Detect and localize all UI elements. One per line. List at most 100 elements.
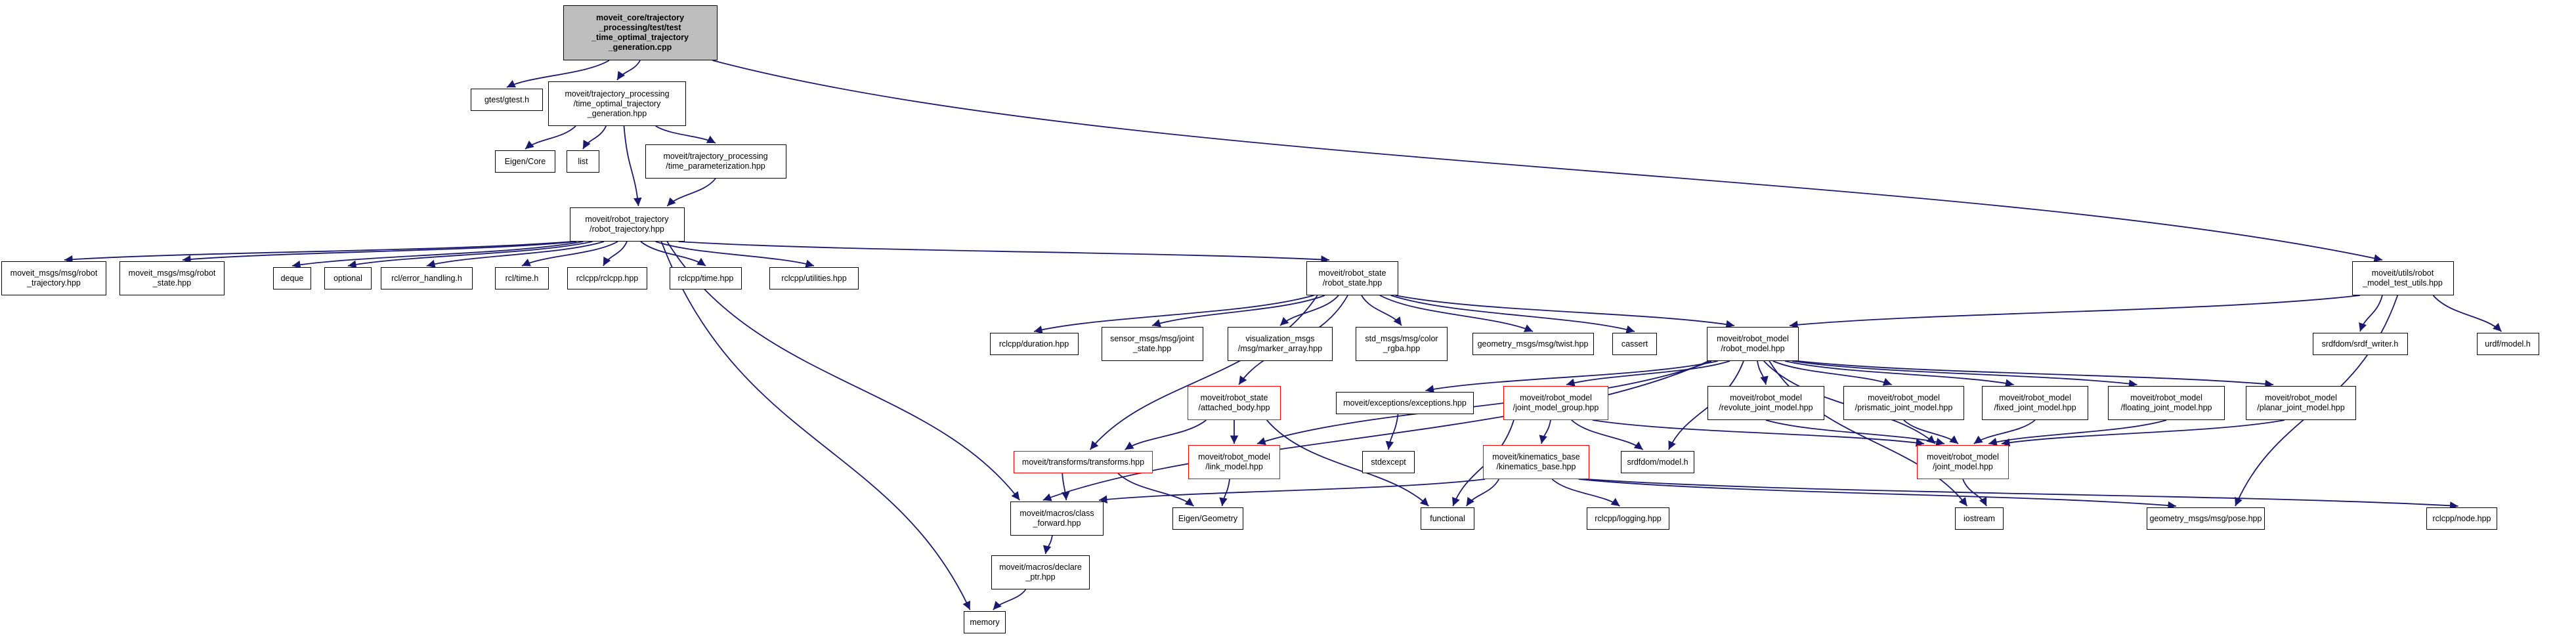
node-eigen_geometry[interactable]: Eigen/Geometry	[1172, 507, 1243, 530]
node-color_rgba[interactable]: std_msgs/msg/color_rgba.hpp	[1356, 327, 1448, 361]
node-attached_body[interactable]: moveit/robot_state/attached_body.hpp	[1188, 386, 1281, 420]
node-toptg[interactable]: moveit/trajectory_processing/time_optima…	[548, 81, 686, 126]
node-jmg[interactable]: moveit/robot_model/joint_model_group.hpp	[1503, 386, 1608, 420]
node-fixed[interactable]: moveit/robot_model/fixed_joint_model.hpp	[1982, 386, 2088, 420]
edge-prismatic--joint_model	[1903, 419, 1959, 444]
edge-class_forward--declare_ptr	[1042, 535, 1053, 555]
node-rclcpp_time[interactable]: rclcpp/time.hpp	[670, 267, 742, 289]
node-label-line: _forward.hpp	[1033, 519, 1081, 528]
node-label-line: /fixed_joint_model.hpp	[1994, 403, 2076, 412]
node-cassert[interactable]: cassert	[1612, 333, 1657, 355]
node-kin_base[interactable]: moveit/kinematics_base/kinematics_base.h…	[1483, 445, 1589, 479]
node-label-line: moveit/robot_model	[1198, 452, 1270, 461]
edge-test_utils--urdf_model	[2432, 295, 2502, 332]
edge-robot_model--jmg	[1566, 360, 1730, 387]
node-prismatic[interactable]: moveit/robot_model/prismatic_joint_model…	[1843, 386, 1964, 420]
node-rclcpp_util[interactable]: rclcpp/utilities.hpp	[769, 267, 859, 289]
node-label-line: _ptr.hpp	[1025, 572, 1056, 582]
node-deque[interactable]: deque	[273, 267, 311, 289]
edge-robot_traj--deque	[291, 241, 584, 269]
node-stdexcept[interactable]: stdexcept	[1362, 451, 1415, 473]
node-label-line: visualization_msgs	[1245, 334, 1315, 343]
edge-time_param--robot_traj	[666, 178, 716, 207]
node-marker_array[interactable]: visualization_msgs/msg/marker_array.hpp	[1228, 327, 1333, 361]
node-time_param[interactable]: moveit/trajectory_processing/time_parame…	[645, 144, 786, 179]
node-main_cpp: moveit_core/trajectory_processing/test/t…	[563, 5, 718, 60]
node-exceptions[interactable]: moveit/exceptions/exceptions.hpp	[1336, 392, 1474, 414]
node-label-line: moveit/robot_trajectory	[585, 215, 669, 224]
node-test_utils[interactable]: moveit/utils/robot_model_test_utils.hpp	[2351, 261, 2454, 295]
node-planar[interactable]: moveit/robot_model/planar_joint_model.hp…	[2246, 386, 2356, 420]
node-node_hpp[interactable]: rclcpp/node.hpp	[2426, 507, 2497, 530]
node-class_forward[interactable]: moveit/macros/class_forward.hpp	[1010, 501, 1104, 536]
edge-exceptions--stdexcept	[1385, 414, 1399, 450]
edge-robot_state--joint_state	[1151, 295, 1325, 328]
edge-robot_state--color_rgba	[1361, 295, 1402, 326]
node-floating[interactable]: moveit/robot_model/floating_joint_model.…	[2108, 386, 2225, 420]
node-srdf_writer[interactable]: srdfdom/srdf_writer.h	[2312, 333, 2408, 355]
node-label-line: rclcpp/utilities.hpp	[781, 273, 847, 283]
edge-declare_ptr--memory	[993, 589, 1027, 610]
node-label-line: cassert	[1621, 339, 1648, 349]
edge-robot_traj--msgs_robot_traj	[64, 241, 572, 264]
node-label-line: rclcpp/time.hpp	[677, 273, 734, 283]
node-label-line: moveit/utils/robot	[2371, 268, 2434, 278]
edge-transforms--eigen_geometry	[1117, 473, 1194, 507]
edge-robot_traj--optional	[347, 241, 593, 268]
node-rclcpp_rclcpp[interactable]: rclcpp/rclcpp.hpp	[567, 267, 647, 289]
node-label-line: _rgba.hpp	[1383, 344, 1421, 353]
edge-kin_base--class_forward	[1098, 479, 1486, 504]
node-srdf_model[interactable]: srdfdom/model.h	[1621, 451, 1694, 473]
node-label-line: /link_model.hpp	[1205, 462, 1263, 471]
node-label-line: moveit_core/trajectory	[595, 13, 685, 22]
node-joint_state[interactable]: sensor_msgs/msg/joint_state.hpp	[1101, 327, 1203, 361]
node-robot_state[interactable]: moveit/robot_state/robot_state.hpp	[1306, 261, 1398, 295]
node-memory[interactable]: memory	[964, 611, 1006, 633]
node-duration[interactable]: rclcpp/duration.hpp	[989, 333, 1079, 355]
node-eigen_core[interactable]: Eigen/Core	[495, 150, 555, 173]
node-label-line: moveit/robot_model	[1868, 393, 1940, 402]
node-gtest[interactable]: gtest/gtest.h	[471, 89, 543, 111]
node-label-line: _state.hpp	[1132, 344, 1172, 353]
node-logging[interactable]: rclcpp/logging.hpp	[1587, 507, 1669, 530]
node-optional[interactable]: optional	[324, 267, 372, 289]
node-iostream[interactable]: iostream	[1955, 507, 2004, 530]
node-transforms[interactable]: moveit/transforms/transforms.hpp	[1014, 451, 1153, 473]
node-label-line: list	[578, 156, 588, 166]
node-msgs_robot_state[interactable]: moveit_msgs/msg/robot_state.hpp	[119, 261, 225, 295]
edge-jmg--joint_model	[1592, 419, 1925, 447]
node-robot_model[interactable]: moveit/robot_model/robot_model.hpp	[1707, 327, 1799, 361]
edge-test_utils--srdf_writer	[2359, 295, 2383, 332]
node-robot_traj[interactable]: moveit/robot_trajectory/robot_trajectory…	[569, 207, 685, 242]
edge-fixed--joint_model	[1973, 419, 2036, 444]
edge-robot_traj--rcl_error	[426, 241, 605, 268]
node-label-line: memory	[970, 617, 1000, 627]
node-label-line: moveit/robot_model	[2130, 393, 2202, 402]
node-list[interactable]: list	[567, 150, 599, 173]
node-functional[interactable]: functional	[1421, 507, 1474, 530]
node-twist[interactable]: geometry_msgs/msg/twist.hpp	[1472, 333, 1594, 355]
edge-robot_traj--class_forward	[666, 241, 1020, 501]
node-label-line: iostream	[1964, 513, 1995, 523]
node-label-line: moveit/robot_state	[1318, 268, 1386, 278]
edge-robot_state--cassert	[1390, 295, 1635, 333]
node-link_model[interactable]: moveit/robot_model/link_model.hpp	[1188, 445, 1280, 479]
edge-robot_model--link_model	[1256, 360, 1712, 446]
node-label-line: /robot_model.hpp	[1721, 344, 1785, 353]
node-revolute[interactable]: moveit/robot_model/revolute_joint_model.…	[1707, 386, 1824, 420]
node-rcl_time[interactable]: rcl/time.h	[495, 267, 549, 289]
node-label-line: rclcpp/logging.hpp	[1595, 513, 1662, 523]
edge-robot_model--planar	[1797, 360, 2274, 389]
node-label-line: rcl/time.h	[505, 273, 539, 283]
node-msgs_robot_traj[interactable]: moveit_msgs/msg/robot_trajectory.hpp	[1, 261, 106, 295]
node-urdf_model[interactable]: urdf/model.h	[2476, 333, 2539, 355]
node-label-line: moveit/trajectory_processing	[663, 152, 768, 161]
node-label-line: geometry_msgs/msg/twist.hpp	[1477, 339, 1589, 349]
node-declare_ptr[interactable]: moveit/macros/declare_ptr.hpp	[991, 555, 1090, 589]
node-rcl_error[interactable]: rcl/error_handling.h	[381, 267, 473, 289]
node-pose[interactable]: geometry_msgs/msg/pose.hpp	[2147, 507, 2265, 530]
node-label-line: _state.hpp	[152, 278, 192, 288]
edge-revolute--joint_model	[1765, 419, 1945, 446]
node-joint_model[interactable]: moveit/robot_model/joint_model.hpp	[1917, 445, 2009, 479]
